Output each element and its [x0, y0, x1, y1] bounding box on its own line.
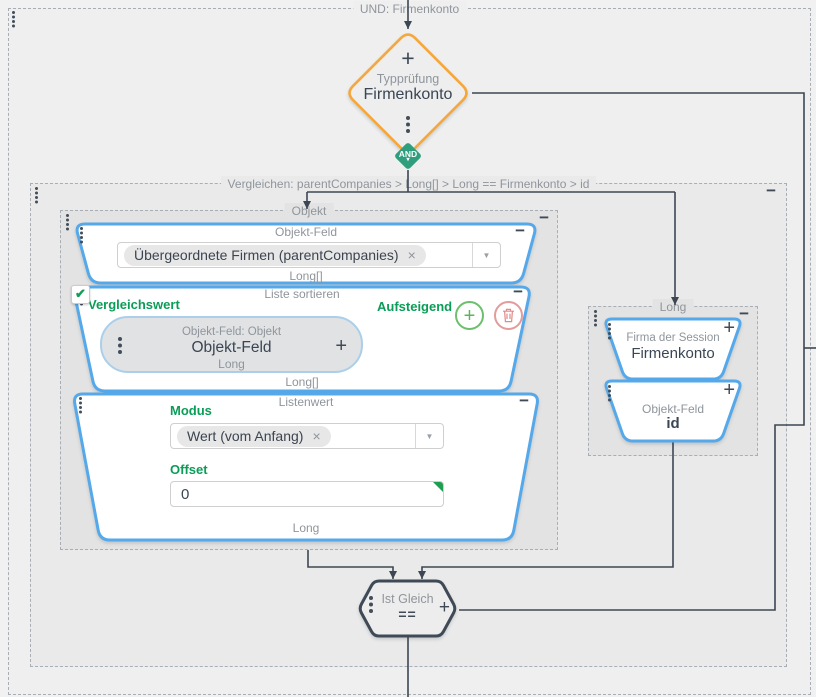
group-objekt-label: Objekt — [284, 203, 334, 219]
group-vergleichen-label: Vergleichen: parentCompanies > Long[] > … — [220, 176, 597, 192]
add-sort-criterion-button[interactable]: + — [455, 301, 484, 330]
remove-chip-icon[interactable]: × — [407, 247, 416, 263]
selected-value-chip[interactable]: Übergeordnete Firmen (parentCompanies) × — [124, 244, 426, 266]
node-value: Firmenkonto — [363, 86, 453, 103]
drag-handle-icon[interactable] — [608, 385, 611, 388]
drag-handle-icon[interactable] — [12, 11, 15, 14]
caret-down-icon: ▾ — [406, 156, 410, 163]
inner-node-title: Objekt-Feld — [191, 339, 272, 356]
node-title: Liste sortieren — [264, 287, 340, 301]
node-title: Objekt-Feld — [641, 402, 705, 416]
kebab-menu-icon[interactable] — [369, 596, 373, 600]
delete-sort-criterion-button[interactable] — [494, 301, 523, 330]
node-title: Ist Gleich — [381, 592, 434, 606]
collapse-button[interactable]: − — [539, 208, 549, 227]
node-title: Objekt-Feld — [274, 225, 338, 239]
type-check-node[interactable]: + Typprüfung Firmenkonto — [344, 29, 472, 157]
offset-label: Offset — [170, 462, 208, 477]
sort-list-node[interactable]: Liste sortieren − Vergleichswert Objekt-… — [71, 282, 533, 393]
inner-object-field-node[interactable]: Objekt-Feld: Objekt Objekt-Feld Long + — [100, 316, 363, 373]
collapse-button[interactable]: − — [515, 221, 525, 240]
drag-handle-icon[interactable] — [79, 397, 82, 400]
kebab-menu-icon[interactable] — [118, 337, 122, 341]
selected-value-chip[interactable]: Wert (vom Anfang) × — [177, 425, 331, 447]
collapse-button[interactable]: − — [519, 391, 529, 410]
collapse-button[interactable]: − — [513, 282, 523, 301]
equals-operator: == — [398, 606, 417, 622]
node-value: id — [666, 415, 680, 432]
group-und-label: UND: Firmenkonto — [352, 1, 467, 17]
trapezoid-shape — [73, 392, 539, 542]
constant-marker-icon — [433, 482, 443, 492]
trapezoid-shape — [604, 317, 742, 381]
dropdown-arrow-icon[interactable]: ▼ — [415, 424, 443, 448]
kebab-menu-icon[interactable] — [406, 116, 410, 120]
mode-label: Modus — [170, 403, 212, 418]
ascending-checkbox[interactable]: ✔ — [71, 285, 90, 304]
list-value-node[interactable]: Listenwert − Modus Wert (vom Anfang) × ▼… — [71, 392, 541, 542]
hexagon-shape — [358, 579, 457, 638]
add-connection-icon[interactable]: + — [401, 45, 415, 71]
offset-input[interactable] — [171, 485, 443, 503]
and-operator-badge[interactable]: AND ▾ — [393, 141, 423, 171]
mode-select[interactable]: Wert (vom Anfang) × ▼ — [170, 423, 444, 449]
output-type-label: Long[] — [285, 375, 319, 389]
inner-node-subtitle: Objekt-Feld: Objekt — [181, 326, 282, 338]
node-title: Listenwert — [278, 395, 334, 409]
node-title: Typprüfung — [376, 72, 440, 86]
ascending-label: Aufsteigend — [377, 299, 453, 314]
chip-label: Wert (vom Anfang) — [187, 428, 304, 444]
chip-label: Übergeordnete Firmen (parentCompanies) — [134, 247, 399, 263]
add-connection-icon[interactable]: + — [723, 379, 735, 401]
checkmark-icon: ✔ — [75, 285, 86, 301]
trash-icon — [503, 308, 514, 323]
drag-handle-icon[interactable] — [35, 187, 38, 190]
add-connection-icon[interactable]: + — [438, 597, 450, 618]
trapezoid-shape — [604, 379, 742, 443]
inner-node-type: Long — [218, 357, 245, 371]
object-field-node[interactable]: Objekt-Feld − Übergeordnete Firmen (pare… — [73, 222, 539, 285]
output-type-label: Long[] — [289, 269, 323, 283]
add-connection-icon[interactable]: + — [723, 317, 735, 339]
add-connection-icon[interactable]: + — [335, 335, 347, 357]
compare-value-label: Vergleichswert — [88, 297, 180, 312]
drag-handle-icon[interactable] — [608, 323, 611, 326]
remove-chip-icon[interactable]: × — [312, 428, 321, 444]
object-field-select[interactable]: Übergeordnete Firmen (parentCompanies) ×… — [117, 242, 501, 268]
session-company-node[interactable]: + Firma der Session Firmenkonto — [602, 317, 744, 381]
equals-node[interactable]: Ist Gleich == + — [357, 579, 458, 638]
dropdown-arrow-icon[interactable]: ▼ — [472, 243, 500, 267]
drag-handle-icon[interactable] — [66, 214, 69, 217]
offset-input-wrap — [170, 481, 444, 507]
drag-handle-icon[interactable] — [594, 310, 597, 313]
id-field-node[interactable]: + Objekt-Feld id — [602, 379, 744, 443]
node-value: Firmenkonto — [631, 345, 715, 362]
node-title: Firma der Session — [626, 332, 720, 344]
drag-handle-icon[interactable] — [80, 227, 83, 230]
output-type-label: Long — [292, 521, 320, 535]
collapse-button[interactable]: − — [766, 181, 776, 200]
group-long-label: Long — [652, 299, 694, 315]
